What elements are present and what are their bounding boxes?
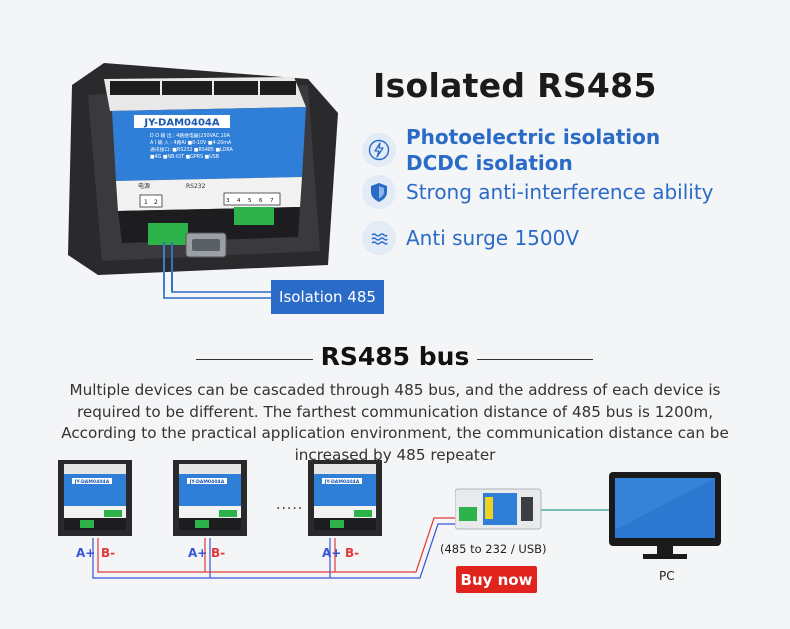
callout-lines [163,242,272,299]
ai-pin: 5 [248,198,252,204]
small-device: JY-DAM0404A [173,460,247,536]
power-label: 电源 [138,182,150,190]
pc-monitor-icon [609,472,721,559]
power-pin: 2 [154,199,158,206]
small-device: JY-DAM0404A [58,460,132,536]
small-device-model: JY-DAM0404A [324,479,360,485]
isolation-485-label: Isolation 485 [271,280,384,314]
feature-text: Anti surge 1500V [406,226,580,250]
ai-pin: 4 [237,198,241,204]
device-spec-line: D O 输 出 : 4路继电器(250VAC,10A [150,132,231,139]
device-spec-line: ■4G ■NB-IOT ■GPRS ■USB [150,154,219,160]
rs232-label: RS232 [186,183,206,190]
a-plus-label: A+ [188,546,208,560]
feature-text: DCDC isolation [406,151,573,175]
small-device: JY-DAM0404A [308,460,382,536]
b-minus-label: B- [101,546,116,560]
converter-module [455,488,542,530]
ai-pin: 3 [226,198,230,204]
ellipsis: ..... [276,497,304,513]
buy-now-button[interactable]: Buy now [456,566,537,593]
a-plus-label: A+ [76,546,96,560]
small-device-model: JY-DAM0404A [189,479,225,485]
lightning-icon [362,133,396,167]
page-title: Isolated RS485 [373,66,657,105]
section-title: RS485 bus [312,342,478,371]
divider-right [469,359,593,360]
pc-label: PC [659,569,675,583]
device-model-label: JY-DAM0404A [143,118,219,129]
ai-pin: 7 [270,198,274,204]
b-minus-label: B- [211,546,226,560]
feature-text: Photoelectric isolation [406,125,661,149]
shield-icon [362,175,396,209]
green-terminal [148,223,188,245]
device-main-illustration: JY-DAM0404A D O 输 出 : 4路继电器(250VAC,10A A… [68,63,338,291]
feature-text: Strong anti-interference ability [406,180,714,204]
top-terminal-blocks [110,81,296,95]
device-spec-line: 通讯接口: ■RS232 ■RS485 ■LORA [150,146,233,153]
bus-description: Multiple devices can be cascaded through… [61,381,729,464]
bus-wiring [92,509,612,579]
feature-item: Strong anti-interference ability [362,175,714,209]
ai-pin: 6 [259,198,263,204]
b-minus-label: B- [345,546,360,560]
device-spec-line: A I 输 入 : 4路AI ■0-10V ■4-20mA [150,139,232,146]
green-terminal [234,207,274,225]
surge-wave-icon [362,221,396,255]
feature-item: Anti surge 1500V [362,221,579,255]
small-device-model: JY-DAM0404A [74,479,110,485]
a-plus-label: A+ [322,546,342,560]
divider-left [196,359,320,360]
feature-item: Photoelectric isolation DCDC isolation [362,124,660,176]
power-pin: 1 [144,199,148,206]
converter-label: (485 to 232 / USB) [440,542,547,556]
